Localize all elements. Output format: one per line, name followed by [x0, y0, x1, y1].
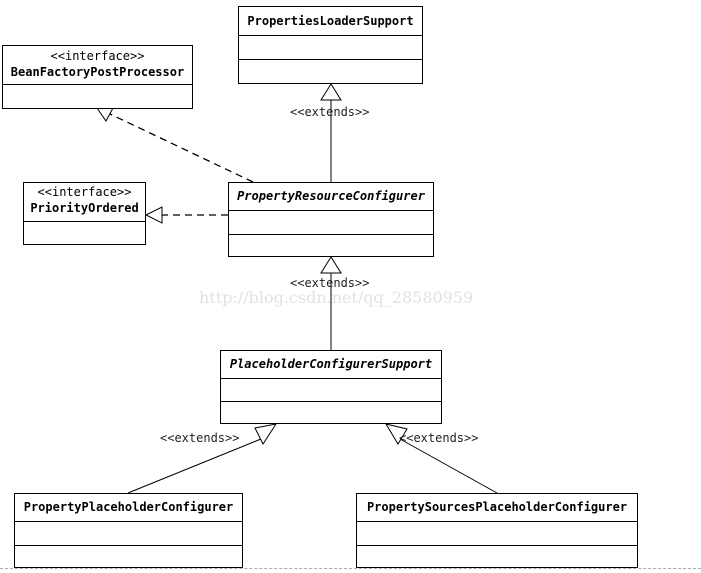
- extends-line-pspc-to-pcs: [399, 438, 498, 494]
- class-name-box: PropertyResourceConfigurer: [229, 183, 433, 211]
- stereotype-label: <<interface>>: [37, 185, 132, 199]
- attributes-section: [239, 36, 422, 60]
- operations-section: [221, 402, 441, 423]
- attributes-section: [357, 522, 637, 546]
- generalization-arrowhead: [320, 256, 342, 274]
- extends-label: <<extends>>: [399, 431, 479, 445]
- class-name-box: PropertiesLoaderSupport: [239, 7, 422, 36]
- class-property-sources-placeholder-configurer[interactable]: PropertySourcesPlaceholderConfigurer: [356, 493, 638, 568]
- attributes-section: [229, 211, 433, 235]
- attributes-section: [15, 522, 242, 546]
- class-property-placeholder-configurer[interactable]: PropertyPlaceholderConfigurer: [14, 493, 243, 568]
- extends-label: <<extends>>: [160, 431, 240, 445]
- generalization-arrowhead: [384, 423, 408, 445]
- generalization-arrowhead: [254, 423, 278, 446]
- extends-label: <<extends>>: [290, 105, 370, 119]
- attributes-section: [221, 379, 441, 402]
- extends-line-ppc-to-pcs: [127, 438, 262, 494]
- extends-label: <<extends>>: [290, 276, 370, 290]
- implements-line-prc-to-bfpp: [109, 113, 254, 183]
- interface-bean-factory-post-processor[interactable]: <<interface>> BeanFactoryPostProcessor: [2, 45, 193, 109]
- interface-priority-ordered[interactable]: <<interface>> PriorityOrdered: [23, 182, 146, 245]
- class-name: PropertyResourceConfigurer: [237, 189, 425, 203]
- class-name: PropertyPlaceholderConfigurer: [23, 500, 234, 514]
- operations-section: [239, 60, 422, 83]
- realization-arrowhead: [144, 206, 163, 224]
- class-property-resource-configurer[interactable]: PropertyResourceConfigurer: [228, 182, 434, 257]
- class-name: BeanFactoryPostProcessor: [10, 65, 185, 79]
- stereotype-label: <<interface>>: [50, 49, 145, 63]
- operations-section: [15, 546, 242, 567]
- operations-section: [24, 222, 145, 244]
- class-name: PropertiesLoaderSupport: [247, 14, 414, 28]
- class-name-box: <<interface>> BeanFactoryPostProcessor: [3, 46, 192, 85]
- class-placeholder-configurer-support[interactable]: PlaceholderConfigurerSupport: [220, 350, 442, 424]
- class-properties-loader-support[interactable]: PropertiesLoaderSupport: [238, 6, 423, 84]
- class-name-box: PropertyPlaceholderConfigurer: [15, 494, 242, 522]
- class-name: PriorityOrdered: [30, 201, 139, 215]
- class-name-box: PlaceholderConfigurerSupport: [221, 351, 441, 379]
- watermark-text: http://blog.csdn.net/qq_28580959: [199, 288, 474, 307]
- class-name: PlaceholderConfigurerSupport: [229, 357, 433, 371]
- class-name-box: PropertySourcesPlaceholderConfigurer: [357, 494, 637, 522]
- operations-section: [229, 235, 433, 256]
- class-name-box: <<interface>> PriorityOrdered: [24, 183, 145, 222]
- generalization-arrowhead: [320, 83, 342, 101]
- bottom-border: [0, 568, 701, 571]
- operations-section: [357, 546, 637, 567]
- class-name: PropertySourcesPlaceholderConfigurer: [366, 500, 628, 514]
- operations-section: [3, 85, 192, 108]
